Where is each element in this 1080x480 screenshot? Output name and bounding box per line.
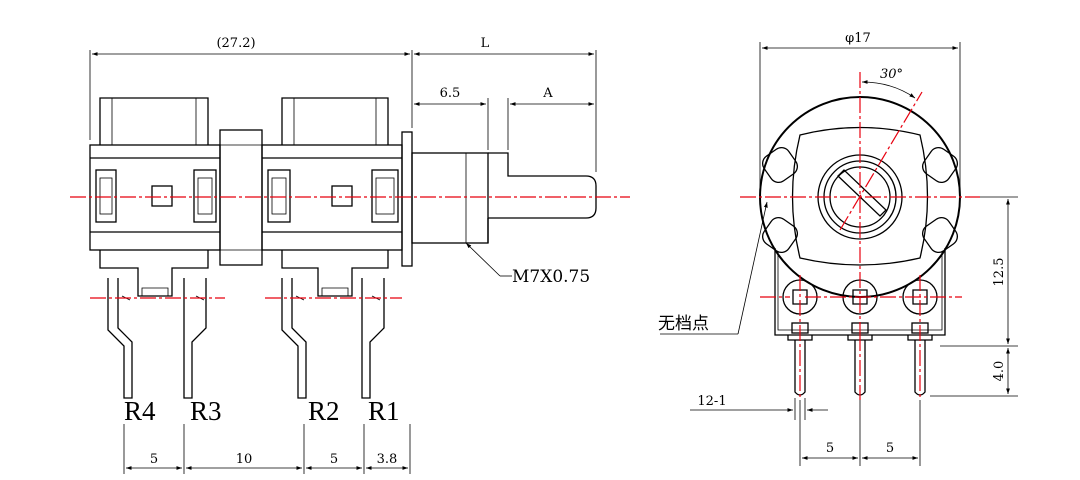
- shaft-step-dimension: 6.5: [414, 86, 489, 150]
- height-label: 12.5: [992, 258, 1007, 287]
- flat-length-label: A: [542, 86, 553, 101]
- shaft: [411, 152, 597, 244]
- thread-label: M7X0.75: [512, 267, 590, 287]
- pin-spacing-5a: 5: [150, 452, 158, 467]
- terminal-label-r1: R1: [368, 396, 400, 426]
- pin-width-label: 12-1: [697, 394, 726, 409]
- pin-pitch-left: 5: [826, 441, 834, 456]
- terminal-label-r2: R2: [308, 396, 340, 426]
- flat-length-dimension: A: [507, 86, 594, 150]
- diameter-label: φ17: [845, 31, 871, 46]
- front-view: φ17 30° 12.5 4.0 12-1: [658, 31, 1018, 466]
- pin-spacing-10: 10: [236, 452, 253, 467]
- pin-spacing-dimensions: 5 10 5 3.8: [123, 424, 411, 474]
- detent-note: 无档点: [658, 201, 768, 335]
- shaft-length-dimension: L: [414, 36, 597, 172]
- angle-label: 30°: [880, 67, 903, 82]
- pin-length-dimension: 4.0: [930, 348, 1018, 397]
- pin-pitch-right: 5: [886, 441, 894, 456]
- shaft-step-label: 6.5: [440, 86, 461, 101]
- front-gang-body: [261, 97, 413, 297]
- pin-width-dimension: 12-1: [690, 394, 828, 420]
- diameter-dimension: φ17: [759, 31, 961, 190]
- terminal-label-r3: R3: [190, 396, 222, 426]
- rear-gang-body: [89, 97, 221, 297]
- detent-note-label: 无档点: [658, 314, 709, 334]
- angle-dimension: 30°: [861, 67, 916, 99]
- terminal-label-r4: R4: [124, 396, 156, 426]
- pin-length-label: 4.0: [992, 361, 1007, 382]
- thread-callout: M7X0.75: [465, 242, 590, 287]
- side-view: (27.2) L 6.5 A M7X0.75 R4 R3 R2: [70, 36, 630, 474]
- shaft-length-label: L: [481, 36, 490, 51]
- overall-width-label: (27.2): [216, 36, 255, 51]
- pin-spacing-3-8: 3.8: [377, 452, 398, 467]
- height-dimension: 12.5: [940, 196, 1018, 347]
- pin-spacing-5b: 5: [330, 452, 338, 467]
- overall-width-dimension: (27.2): [89, 36, 413, 140]
- pin-pitch-dimensions: 5 5: [799, 400, 921, 466]
